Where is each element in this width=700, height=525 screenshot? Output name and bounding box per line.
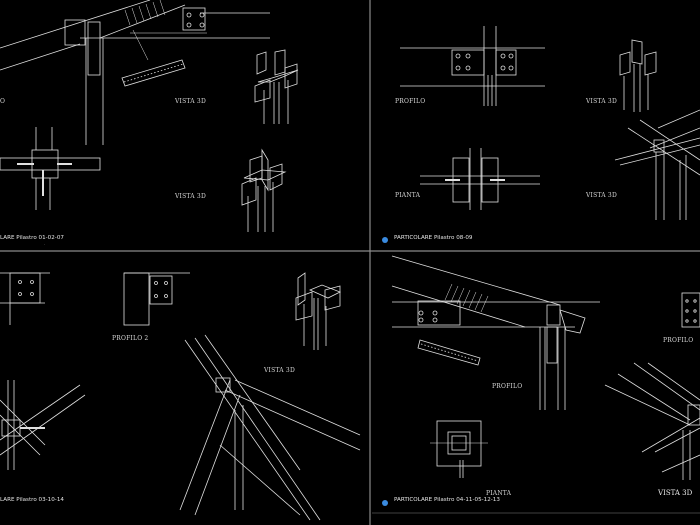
view-label: VISTA 3D	[586, 98, 617, 105]
detail-08-09	[400, 26, 700, 220]
blue-circle-marker-icon	[382, 237, 388, 243]
view-label: PROFILO	[663, 337, 694, 344]
view-label: VISTA 3D	[175, 193, 206, 200]
view-label: VISTA 3D	[586, 192, 617, 199]
view-label: VISTA 3D	[264, 367, 295, 374]
view-label: VISTA 3D	[175, 98, 206, 105]
sheet-title: LARE Pilastro 01-02-07	[0, 235, 64, 241]
detail-03-10-14	[0, 272, 361, 521]
view-label: PIANTA	[395, 192, 421, 199]
view-label: O	[0, 98, 6, 105]
detail-04-11-05-12-13	[391, 255, 700, 480]
view-label: PROFILO	[395, 98, 426, 105]
view-label: PIANTA	[486, 490, 512, 497]
sheet-title: LARE Pilastro 03-10-14	[0, 497, 64, 503]
sheet-scale: -	[44, 242, 46, 246]
view-label: PROFILO	[492, 383, 523, 390]
blue-circle-marker-icon	[382, 500, 388, 506]
view-label: VISTA 3D	[658, 489, 693, 497]
sheet-title: PARTICOLARE Pilastro 08-09	[394, 235, 473, 241]
sheet-title: PARTICOLARE Pilastro 04-11-05-12-13	[394, 497, 500, 503]
detail-01-02-07	[0, 0, 299, 232]
view-label: PROFILO 2	[112, 335, 149, 342]
